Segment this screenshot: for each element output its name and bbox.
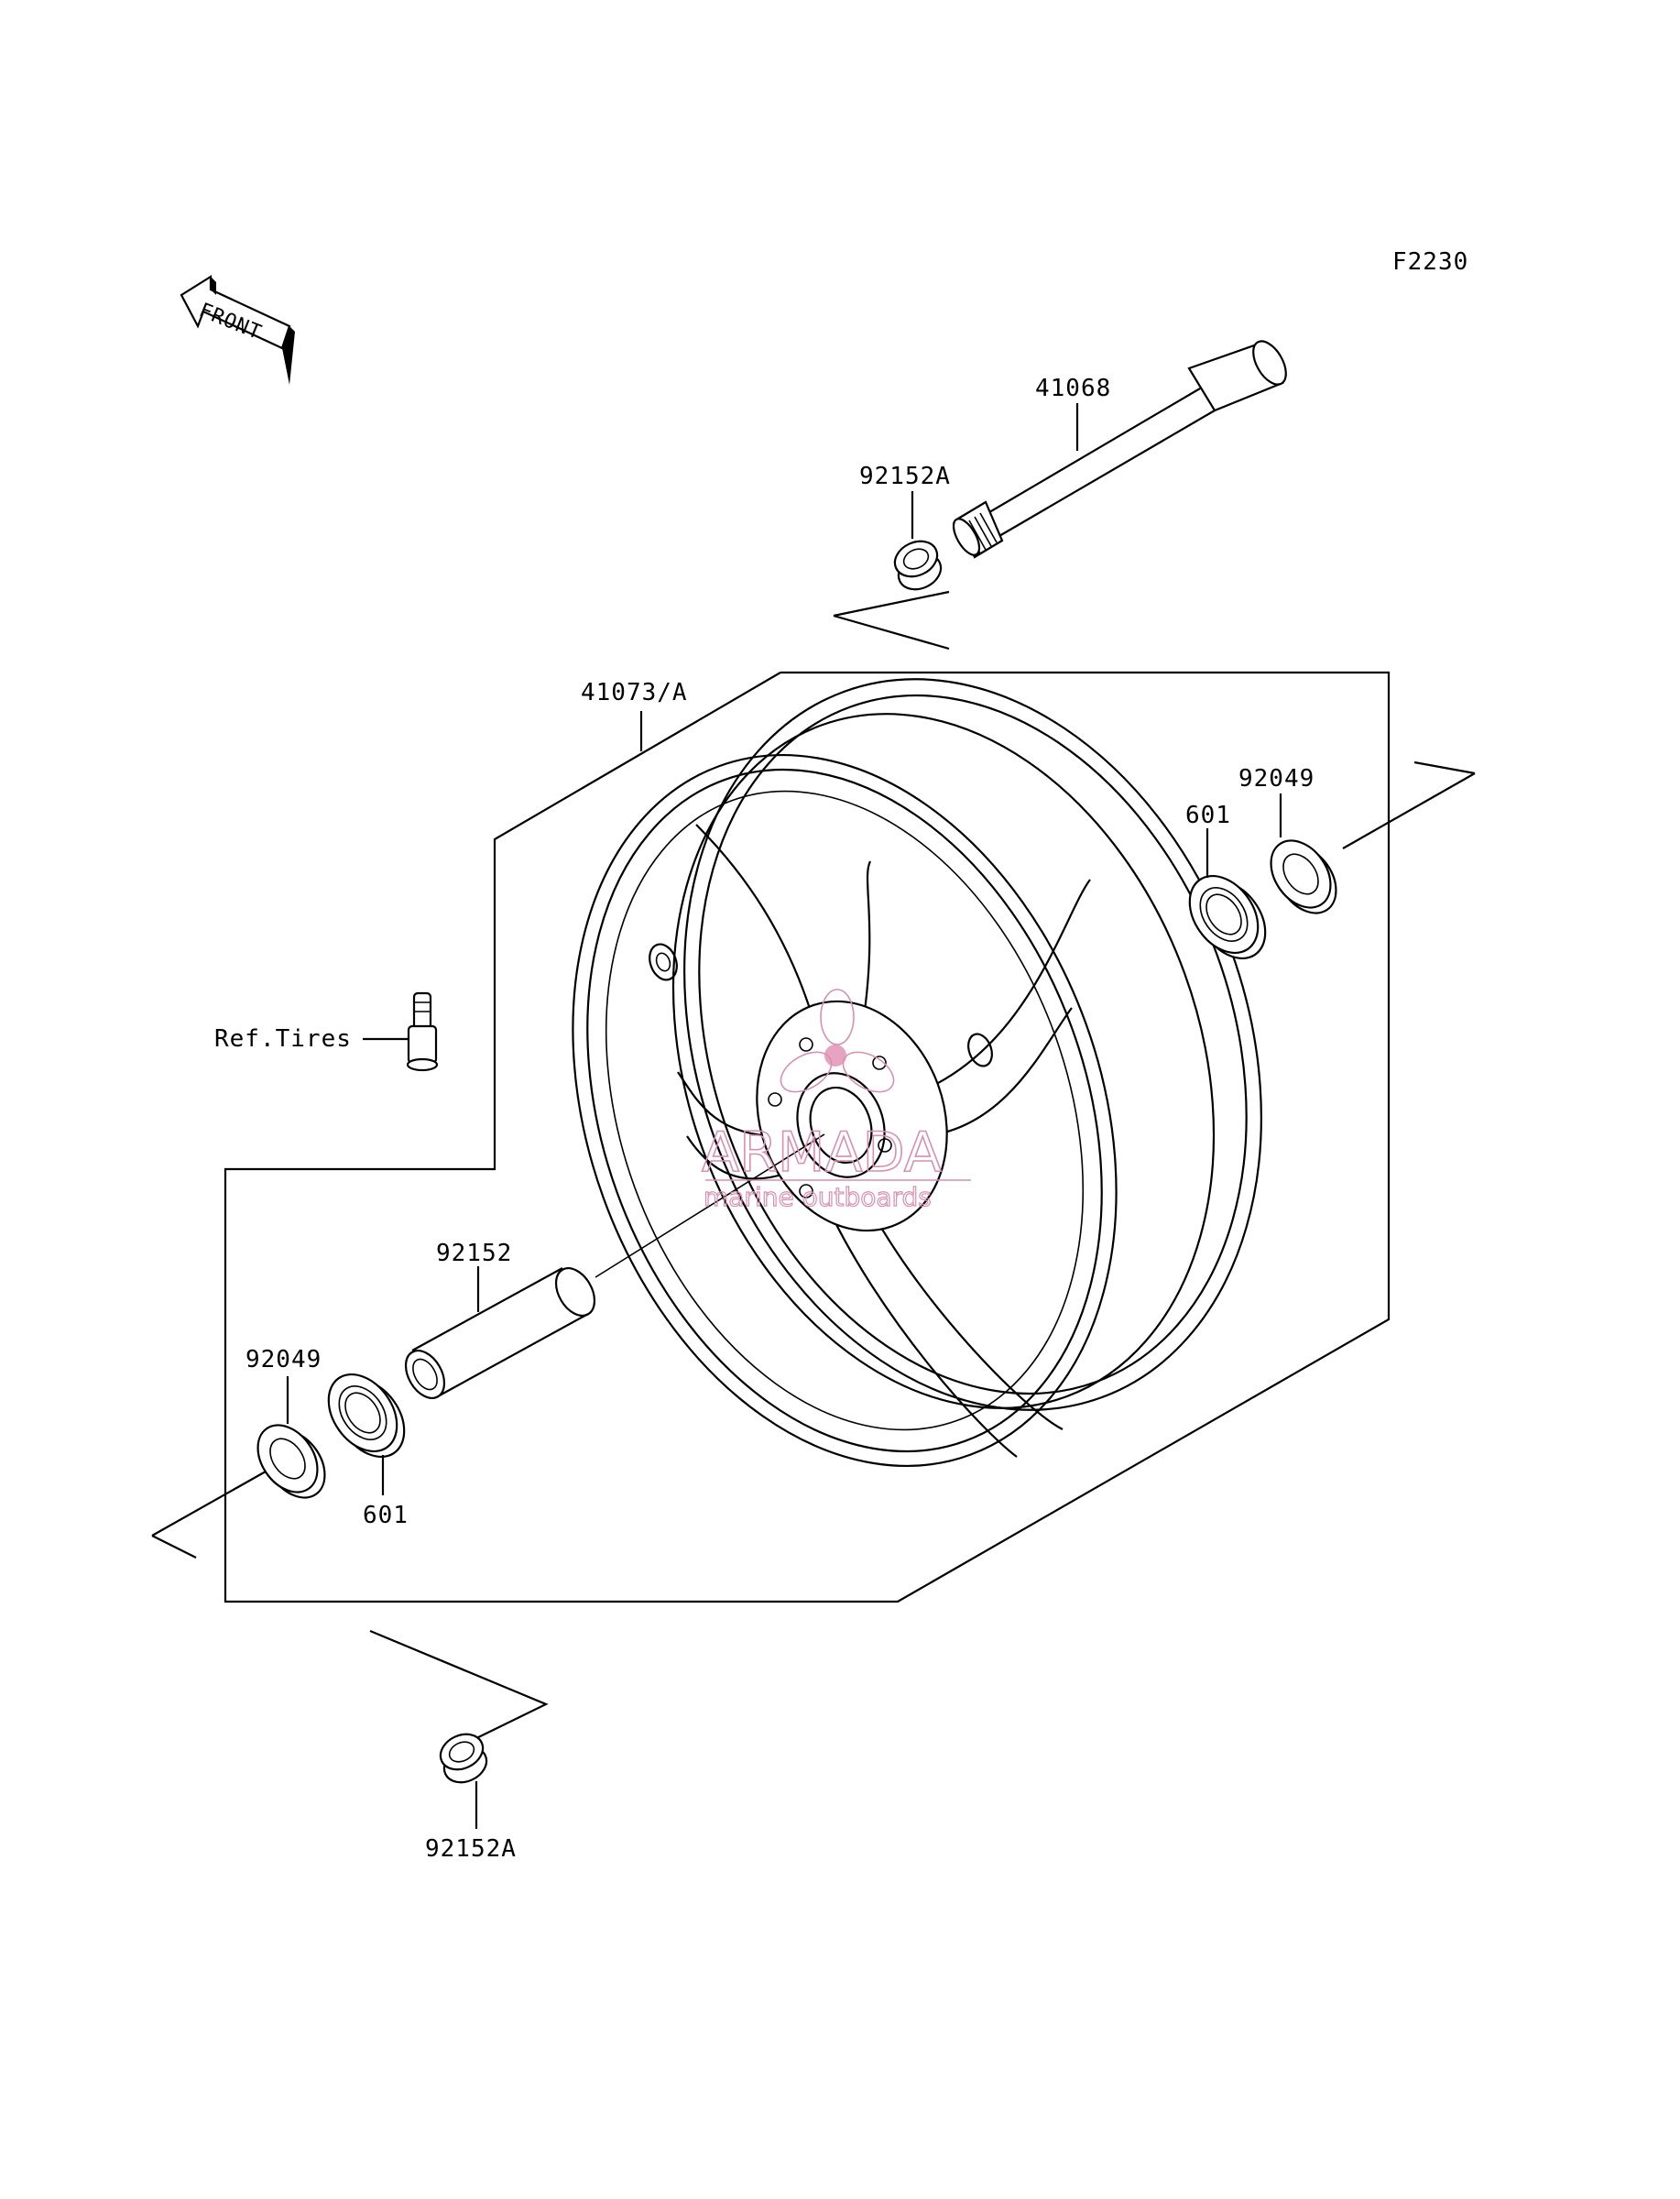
watermark-brand: ARMADA xyxy=(702,1121,942,1185)
bearing-right-601 xyxy=(1188,828,1267,960)
part-label-seal-right: 92049 xyxy=(1238,765,1315,793)
collar-bottom-92152A xyxy=(439,1733,488,1829)
spacer-92152 xyxy=(404,1266,596,1399)
front-arrow-icon: FRONT xyxy=(180,275,295,385)
part-label-bearing-left: 601 xyxy=(363,1502,409,1529)
seal-left-92049 xyxy=(256,1376,326,1499)
seal-right-92049 xyxy=(1270,793,1337,914)
propeller-icon xyxy=(780,989,895,1093)
part-label-bearing-right: 601 xyxy=(1185,802,1231,829)
part-label-axle: 41068 xyxy=(1035,375,1111,402)
ref-tires-label: Ref.Tires xyxy=(214,1025,352,1053)
assembly-outline xyxy=(224,671,1391,1603)
watermark-logo: ARMADA marine outboards xyxy=(701,989,971,1213)
collar-top-92152A xyxy=(893,491,943,591)
wheel-41073A xyxy=(572,678,1262,1467)
diagram-code: F2230 xyxy=(1392,248,1468,276)
part-label-seal-left: 92049 xyxy=(245,1346,322,1373)
part-label-collar-bottom: 92152A xyxy=(425,1835,517,1863)
part-label-spacer: 92152 xyxy=(436,1240,512,1267)
tire-valve xyxy=(363,991,439,1072)
axle-41068 xyxy=(952,340,1287,559)
watermark-tagline: marine outboards xyxy=(704,1182,932,1212)
bearing-left-601 xyxy=(327,1373,406,1495)
part-label-wheel: 41073/A xyxy=(581,679,688,706)
part-label-collar-top: 92152A xyxy=(859,463,951,490)
